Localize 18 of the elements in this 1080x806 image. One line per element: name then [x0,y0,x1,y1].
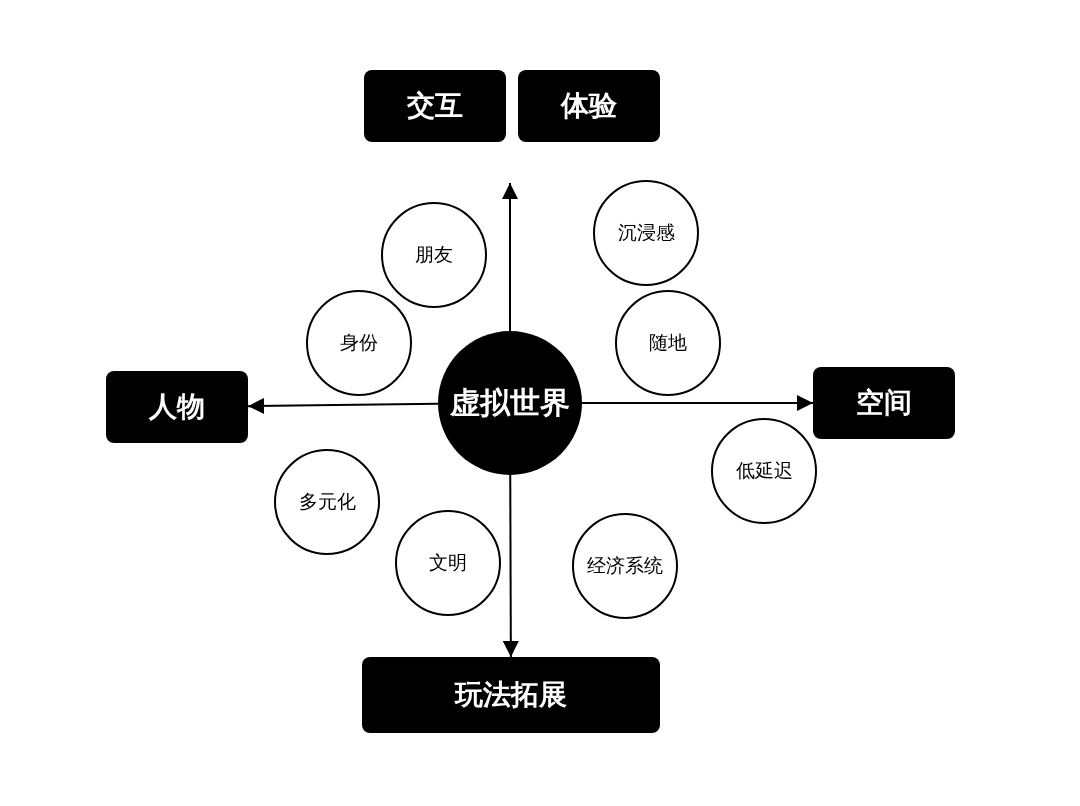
keyword-circle: 朋友 [381,202,487,308]
arrow [502,474,519,658]
arrow [581,395,814,411]
label-box: 玩法拓展 [362,657,660,733]
arrow [502,182,518,332]
label-box: 人物 [106,371,248,443]
keyword-circle: 多元化 [274,449,380,555]
keyword-circle: 沉浸感 [593,180,699,286]
keyword-circle: 文明 [395,510,501,616]
label-box: 体验 [518,70,660,142]
arrow [247,397,439,414]
label-box: 空间 [813,367,955,439]
keyword-circle: 身份 [306,290,412,396]
center-circle: 虚拟世界 [438,331,582,475]
keyword-circle: 随地 [615,290,721,396]
keyword-circle: 低延迟 [711,418,817,524]
keyword-circle: 经济系统 [572,513,678,619]
label-box: 交互 [364,70,506,142]
